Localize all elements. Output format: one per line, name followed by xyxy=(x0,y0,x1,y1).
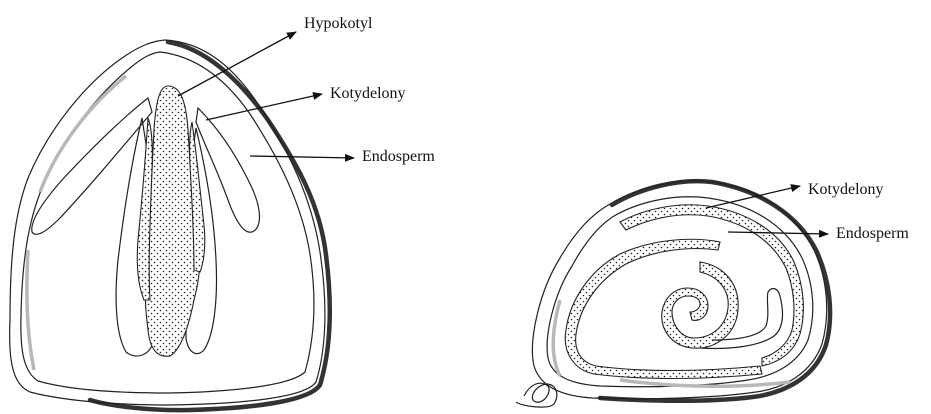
hypocotyl-label: Hypokotyl xyxy=(304,15,373,32)
cotyledons-arrow-right xyxy=(706,186,800,208)
right-embryo-radicle xyxy=(700,289,782,349)
endosperm-arrow-left xyxy=(250,156,354,158)
right-seed-section xyxy=(516,181,830,407)
left-seed-coat-dark xyxy=(90,42,330,410)
hypocotyl-arrow xyxy=(178,32,296,96)
left-seed-shade-bottom xyxy=(27,250,34,370)
right-embryo-spiral xyxy=(662,262,738,348)
cotyledons-label-right: Kotydelony xyxy=(808,181,884,198)
right-seed-shade-bottom xyxy=(620,380,790,386)
right-seed-shade xyxy=(553,300,560,376)
left-seed-section xyxy=(10,40,330,410)
cotyledons-label-left: Kotydelony xyxy=(330,85,406,102)
endosperm-label-left: Endosperm xyxy=(362,148,435,165)
endosperm-label-right: Endosperm xyxy=(836,225,909,242)
endosperm-arrow-right xyxy=(728,232,828,234)
left-seed-annotations: Hypokotyl Kotydelony Endosperm xyxy=(178,15,435,165)
